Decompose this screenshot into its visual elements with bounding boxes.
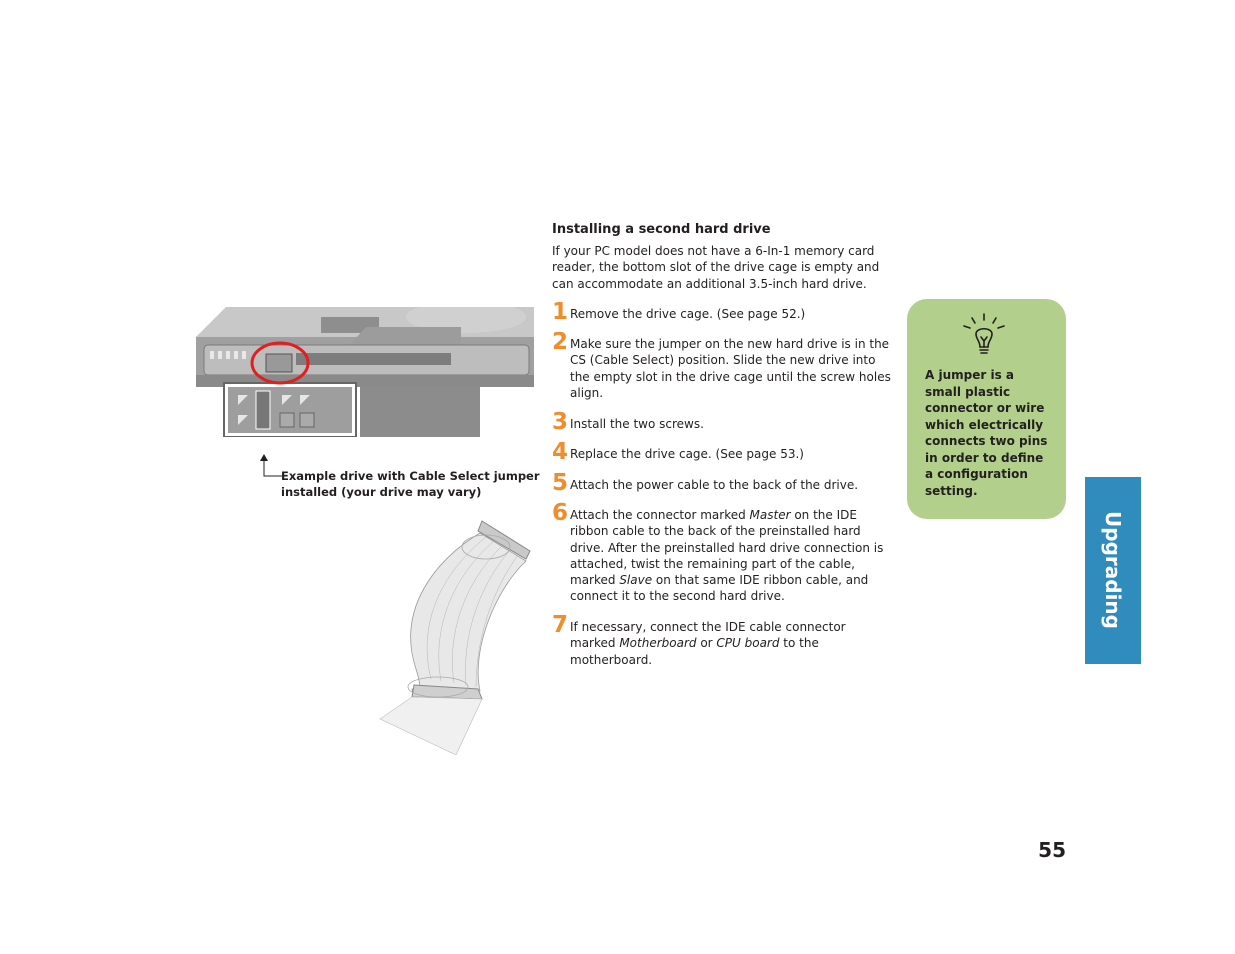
step-text: If necessary, connect the IDE cable conn…: [570, 620, 846, 667]
step-text: Make sure the jumper on the new hard dri…: [570, 337, 891, 400]
step-number: 4: [552, 439, 569, 465]
side-tab-label: Upgrading: [1101, 511, 1125, 629]
step-number: 1: [552, 299, 569, 325]
ribbon-cable-illustration: [379, 520, 531, 755]
side-tab: Upgrading: [1085, 477, 1141, 664]
figure-caption: Example drive with Cable Select jumper i…: [281, 469, 540, 499]
section-intro: If your PC model does not have a 6-In-1 …: [552, 244, 880, 291]
master-label: Master: [749, 508, 791, 522]
step-number: 5: [552, 470, 569, 496]
step-number: 2: [552, 329, 569, 355]
step-text: Remove the drive cage. (See page 52.): [570, 307, 806, 321]
step-text: Replace the drive cage. (See page 53.): [570, 447, 804, 461]
step-number: 7: [552, 612, 569, 638]
caption-pointer-icon: [260, 454, 282, 477]
tip-text: A jumper is a small plastic connector or…: [925, 368, 1048, 498]
hard-drive-illustration: [196, 307, 534, 437]
step-text: Attach the power cable to the back of th…: [570, 478, 859, 492]
tip-box: A jumper is a small plastic connector or…: [907, 299, 1066, 519]
step-text: Install the two screws.: [570, 417, 704, 431]
cpu-board-label: CPU board: [716, 636, 780, 651]
motherboard-label: Motherboard: [619, 636, 697, 651]
section-heading: Installing a second hard drive: [552, 222, 771, 237]
slave-label: Slave: [619, 573, 653, 588]
step-text: Attach the connector marked Master on th…: [570, 508, 884, 604]
lightbulb-icon: [963, 313, 1005, 354]
page-number: 55: [1038, 838, 1066, 862]
step-number: 3: [552, 409, 569, 435]
step-number: 6: [552, 500, 569, 526]
